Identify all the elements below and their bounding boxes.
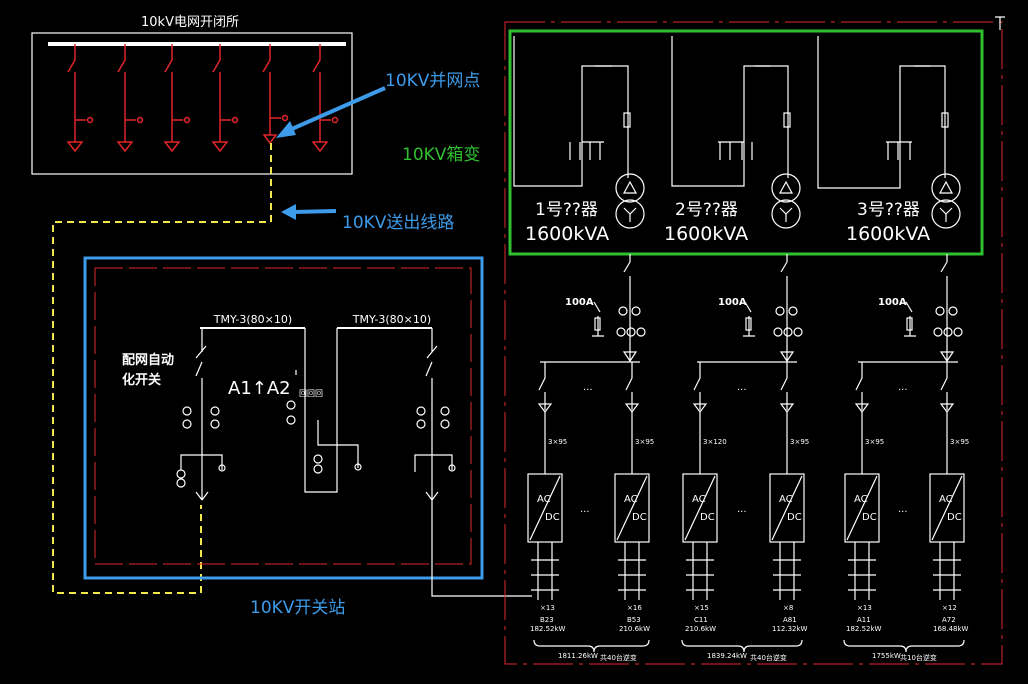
busbar-right-label: TMY-3(80×10) bbox=[352, 313, 431, 326]
switchyard-title: 10kV电网开闭所 bbox=[141, 15, 239, 30]
cable-label-6: 3×95 bbox=[950, 438, 969, 446]
inv3-dc: DC bbox=[700, 512, 715, 523]
group-3-note: 共10台逆变 bbox=[900, 653, 937, 662]
auto-switch-label-2: 化开关 bbox=[122, 372, 161, 388]
string-1-count: ×13 bbox=[540, 604, 555, 612]
auto-switch-label-1: 配网自动 bbox=[122, 352, 174, 368]
string-6-name: A72 bbox=[942, 616, 956, 624]
transformer-1-name: 1号??器 bbox=[535, 200, 598, 220]
busbar-left-label: TMY-3(80×10) bbox=[213, 313, 292, 326]
inv5-dc: DC bbox=[862, 512, 877, 523]
inv3-ac: AC bbox=[692, 494, 706, 505]
label-feeder-line: 10KV送出线路 bbox=[342, 213, 454, 233]
string-3-name: C11 bbox=[694, 616, 708, 624]
cable-label-5: 3×95 bbox=[865, 438, 884, 446]
string-4-name: A81 bbox=[783, 616, 797, 624]
transformer-3-name: 3号??器 bbox=[857, 200, 920, 220]
string-3-power: 210.6kW bbox=[685, 625, 716, 633]
inv2-dc: DC bbox=[632, 512, 647, 523]
cable-labels: 3×95 3×95 3×120 3×95 3×95 3×95 bbox=[548, 438, 969, 446]
string-2-name: B53 bbox=[627, 616, 641, 624]
switch-station-frame bbox=[83, 256, 484, 580]
breaker-label-2: 100A bbox=[718, 297, 747, 308]
inv4-ac: AC bbox=[779, 494, 793, 505]
group-2-total: 1839.24kW bbox=[707, 652, 747, 660]
cable-label-2: 3×95 bbox=[635, 438, 654, 446]
inv6-ac: AC bbox=[939, 494, 953, 505]
inv5-ac: AC bbox=[854, 494, 868, 505]
pv-section-frame bbox=[504, 21, 1003, 665]
ellipsis-mid-2: ... bbox=[737, 504, 747, 515]
label-grid-point: 10KV并网点 bbox=[385, 71, 480, 91]
cable-label-3: 3×120 bbox=[703, 438, 727, 446]
ellipsis-mid-3: ... bbox=[898, 504, 908, 515]
switch-station-inner bbox=[94, 267, 472, 565]
inv4-dc: DC bbox=[787, 512, 802, 523]
ellipsis-mid-1: ... bbox=[580, 504, 590, 515]
breaker-label-1: 100A bbox=[565, 297, 594, 308]
ellipsis-top-2: ... bbox=[737, 382, 747, 393]
string-6-count: ×12 bbox=[942, 604, 957, 612]
label-switch-station: 10KV开关站 bbox=[250, 598, 345, 618]
inv6-dc: DC bbox=[947, 512, 962, 523]
transformer-3-capacity: 1600kVA bbox=[846, 223, 930, 245]
string-2-count: ×16 bbox=[627, 604, 642, 612]
string-5-name: A11 bbox=[857, 616, 871, 624]
transformer-1-capacity: 1600kVA bbox=[525, 223, 609, 245]
inverter-columns bbox=[527, 412, 965, 653]
group-2-note: 共40台逆变 bbox=[750, 653, 787, 662]
ellipsis-top-1: ... bbox=[583, 382, 593, 393]
string-2-power: 210.6kW bbox=[619, 625, 650, 633]
string-4-power: 112.32kW bbox=[772, 625, 808, 633]
box-transformer-frame bbox=[508, 29, 984, 256]
string-3-count: ×15 bbox=[694, 604, 709, 612]
string-labels: ×13 B23 182.52kW ×16 B53 210.6kW ×15 C11… bbox=[530, 604, 969, 633]
switch-station-wiring bbox=[176, 327, 532, 597]
bus-tie-label: A1↑A2 bbox=[228, 378, 291, 399]
group-totals: 1811.26kW 共40台逆变 1839.24kW 共40台逆变 1755kW… bbox=[558, 652, 937, 662]
label-box-transformer: 10KV箱变 bbox=[402, 145, 480, 165]
cable-label-4: 3×95 bbox=[790, 438, 809, 446]
blue-arrows bbox=[276, 86, 386, 220]
cable-label-1: 3×95 bbox=[548, 438, 567, 446]
string-6-power: 168.48kW bbox=[933, 625, 969, 633]
string-1-name: B23 bbox=[540, 616, 554, 624]
inverter-labels: AC DC AC DC AC DC AC DC AC DC AC DC bbox=[537, 494, 962, 523]
string-4-count: ×8 bbox=[783, 604, 793, 612]
transformer-2-capacity: 1600kVA bbox=[664, 223, 748, 245]
group-1-note: 共40台逆变 bbox=[600, 653, 637, 662]
ellipsis-top-3: ... bbox=[898, 382, 908, 393]
mid-ellipses: ... ... ... bbox=[580, 504, 908, 515]
group-1-total: 1811.26kW bbox=[558, 652, 598, 660]
inv1-dc: DC bbox=[545, 512, 560, 523]
string-1-power: 182.52kW bbox=[530, 625, 566, 633]
switchyard-feeders bbox=[66, 44, 339, 153]
switchyard-panel: 10kV电网开闭所 bbox=[31, 15, 353, 175]
group-3-total: 1755kW bbox=[872, 652, 901, 660]
lv-distribution bbox=[537, 254, 963, 413]
string-5-power: 182.52kW bbox=[846, 625, 882, 633]
bus-tie-tag: 回回回 bbox=[299, 389, 323, 398]
switch-station: TMY-3(80×10) TMY-3(80×10) 配网自动 化开关 A1↑A2… bbox=[83, 256, 532, 597]
inv1-ac: AC bbox=[537, 494, 551, 505]
breaker-label-3: 100A bbox=[878, 297, 907, 308]
box-transformer-wiring bbox=[513, 16, 1005, 229]
inv2-ac: AC bbox=[624, 494, 638, 505]
string-5-count: ×13 bbox=[857, 604, 872, 612]
transformer-2-name: 2号??器 bbox=[675, 200, 738, 220]
